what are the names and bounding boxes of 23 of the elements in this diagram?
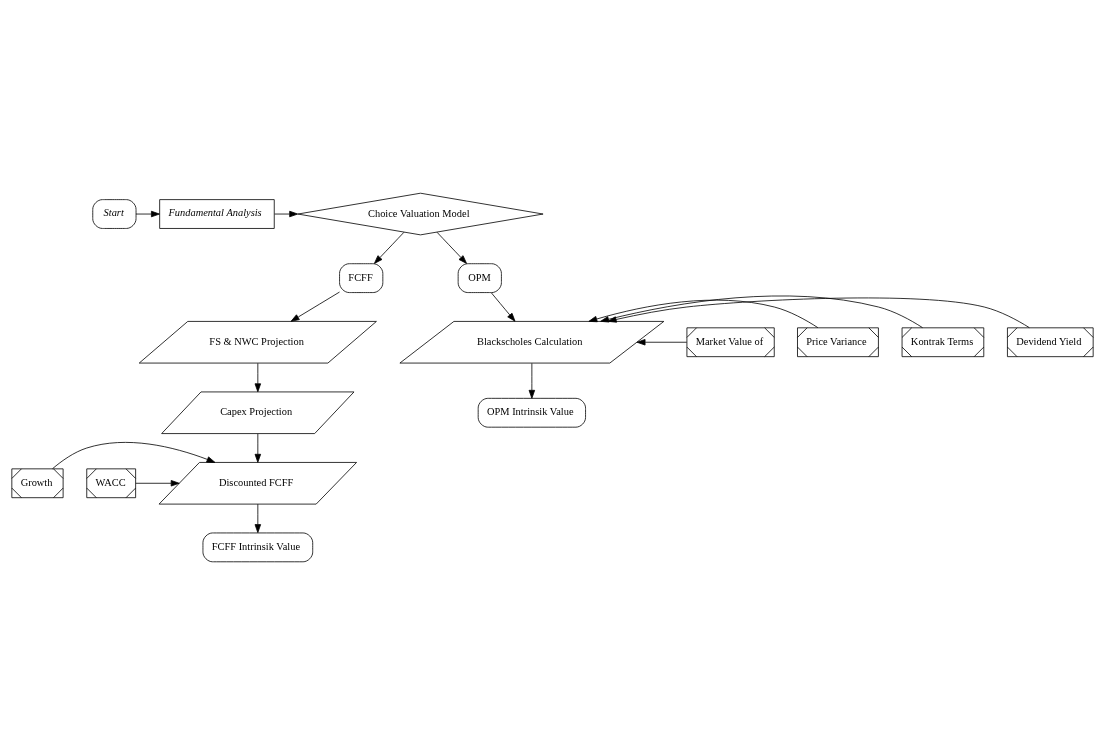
- arrow: [374, 231, 405, 264]
- arrow: [254, 503, 262, 533]
- arrow: [607, 297, 1030, 328]
- node-box: OPM: [457, 262, 502, 293]
- arrow: [254, 432, 262, 463]
- arrow: [636, 338, 688, 345]
- node-box: FCFF Intrinsik Value: [202, 532, 314, 562]
- arrow: [528, 362, 536, 399]
- arrow: [588, 299, 819, 328]
- node-diamond: Choice Valuation Model: [297, 192, 544, 235]
- arrow: [254, 362, 262, 392]
- arrow: [274, 210, 299, 217]
- node-box: Fundamental Analysis: [159, 198, 275, 229]
- node-box: Start: [92, 198, 137, 229]
- node-box: OPM Intrinsik Value: [477, 397, 586, 428]
- arrow: [600, 295, 923, 328]
- arrow: [52, 441, 216, 469]
- arrow: [135, 479, 180, 486]
- arrow: [490, 291, 516, 322]
- arrow: [290, 291, 340, 322]
- node-box: FCFF: [339, 262, 384, 293]
- arrow: [436, 231, 467, 264]
- arrow: [135, 210, 160, 217]
